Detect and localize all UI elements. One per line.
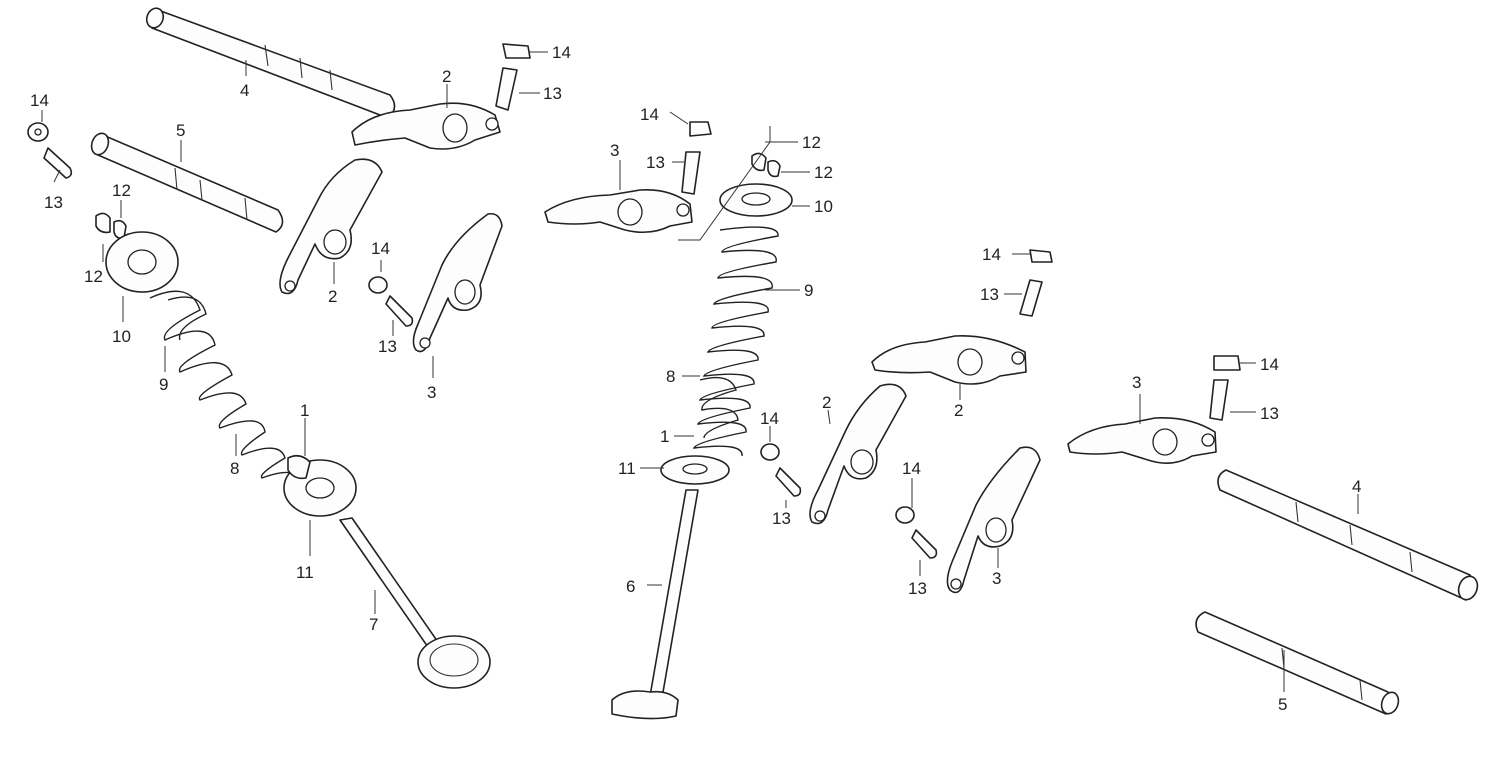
callout-2: 2	[442, 67, 451, 86]
callout-5: 5	[1278, 695, 1287, 714]
callout-12: 12	[84, 267, 103, 286]
rocker-arm-3-right-low	[946, 446, 1041, 594]
callout-9: 9	[804, 281, 813, 300]
rocker-arm-2-right-mid	[809, 383, 907, 525]
callout-13: 13	[1260, 404, 1279, 423]
callout-13: 13	[378, 337, 397, 356]
callout-14: 14	[552, 43, 571, 62]
callout-3: 3	[427, 383, 436, 402]
callout-11: 11	[618, 459, 636, 478]
callout-10: 10	[112, 327, 131, 346]
valve-intake-left	[339, 517, 491, 689]
callout-13: 13	[772, 509, 791, 528]
rocker-arm-2-right-top	[871, 335, 1027, 385]
callout-12: 12	[814, 163, 833, 182]
callout-3: 3	[1132, 373, 1141, 392]
callout-14: 14	[30, 91, 49, 110]
callout-3: 3	[992, 569, 1001, 588]
callout-13: 13	[980, 285, 999, 304]
valve-cotters-left	[95, 212, 127, 240]
callout-4: 4	[1352, 477, 1361, 496]
adjusting-screw-center	[681, 121, 712, 195]
spring-seat-center	[660, 455, 730, 485]
rocker-arm-3-far-right	[1067, 416, 1217, 464]
callout-3: 3	[610, 141, 619, 160]
adjusting-screw-top	[495, 43, 531, 111]
rocker-arm-2-upper	[351, 102, 501, 150]
callout-11: 11	[296, 563, 314, 582]
callout-13: 13	[646, 153, 665, 172]
callout-10: 10	[814, 197, 833, 216]
rocker-arm-2-left	[279, 158, 383, 295]
callout-labels: 14 13 2 4 5 14 13 12 12 10 9 2 14 13 3 1…	[30, 43, 1361, 714]
callout-7: 7	[369, 615, 378, 634]
adjusting-screw-right-mid	[760, 443, 802, 497]
callout-12: 12	[802, 133, 821, 152]
adjusting-screw-right-low	[895, 506, 938, 559]
rocker-shaft-4-right	[1217, 469, 1479, 601]
callout-14: 14	[640, 105, 659, 124]
valve-cotters-center	[751, 152, 781, 178]
rocker-arm-3-center	[544, 188, 693, 234]
callout-1: 1	[300, 401, 309, 420]
callout-2: 2	[822, 393, 831, 412]
callout-13: 13	[543, 84, 562, 103]
callout-13: 13	[44, 193, 63, 212]
spring-retainer-center	[719, 183, 793, 217]
rocker-shaft-5-left	[90, 132, 284, 233]
spring-retainer-left	[105, 231, 179, 293]
callout-8: 8	[230, 459, 239, 478]
valve-springs-center	[692, 226, 779, 457]
adjusting-screw-right-top	[1019, 249, 1053, 317]
adjusting-screw-right-far	[1209, 355, 1241, 421]
rocker-shaft-4-top	[145, 7, 396, 119]
callout-5: 5	[176, 121, 185, 140]
callout-2: 2	[954, 401, 963, 420]
rocker-shaft-5-right	[1195, 611, 1400, 715]
callout-14: 14	[1260, 355, 1279, 374]
callout-13: 13	[908, 579, 927, 598]
callout-4: 4	[240, 81, 249, 100]
valve-springs-left	[149, 290, 301, 481]
callout-14: 14	[760, 409, 779, 428]
rocker-arm-3-left	[412, 212, 503, 353]
callout-14: 14	[902, 459, 921, 478]
callout-1: 1	[660, 427, 669, 446]
callout-14: 14	[371, 239, 390, 258]
callout-14: 14	[982, 245, 1001, 264]
callout-8: 8	[666, 367, 675, 386]
callout-2: 2	[328, 287, 337, 306]
callout-12: 12	[112, 181, 131, 200]
adjusting-screw-left-mid	[368, 276, 414, 327]
callout-9: 9	[159, 375, 168, 394]
leader-lines	[41, 51, 1359, 692]
adjusting-screw-left-far	[27, 122, 73, 179]
valve-exhaust-center	[611, 489, 699, 720]
spring-seat-left	[283, 454, 357, 517]
callout-6: 6	[626, 577, 635, 596]
